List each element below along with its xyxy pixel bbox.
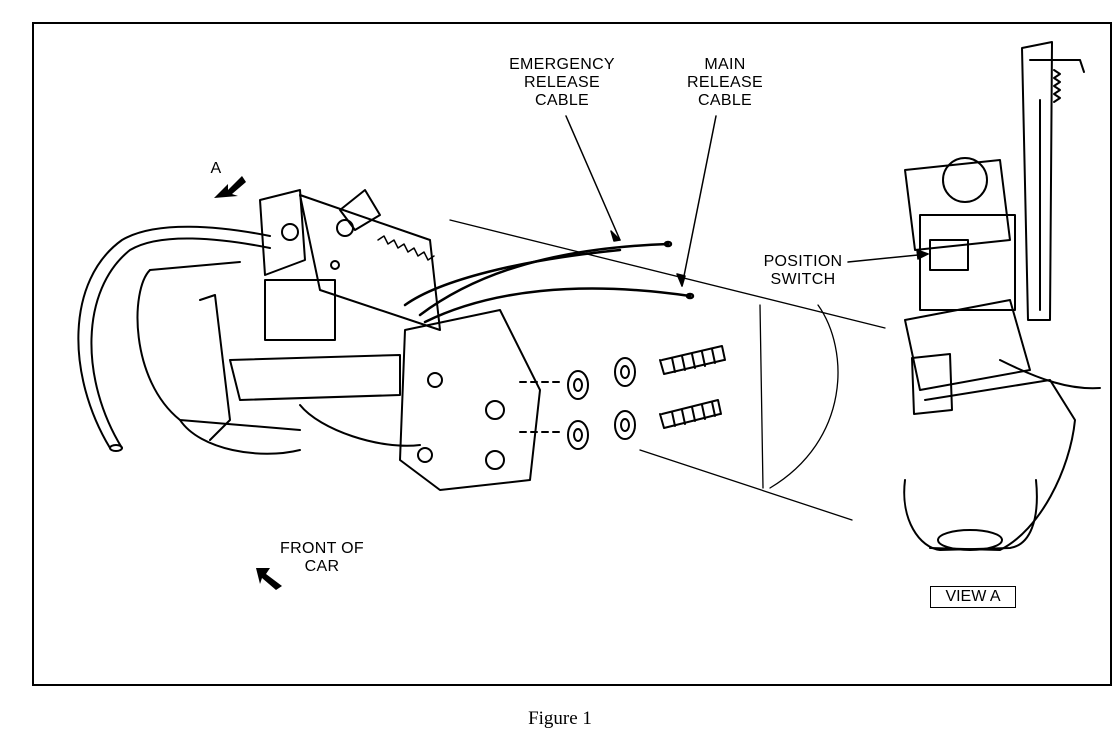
cables (403, 240, 695, 324)
main-release-cable-label: MAIN RELEASE CABLE (660, 56, 790, 110)
label-leaders (565, 115, 929, 287)
bracket (229, 189, 441, 447)
motor (136, 261, 301, 455)
hardware (519, 345, 726, 450)
label-line: FRONT OF (280, 540, 364, 557)
figure-caption: Figure 1 (528, 708, 592, 729)
label-line: RELEASE (524, 74, 600, 91)
position-switch-label: POSITION SWITCH (748, 253, 858, 289)
direction-arrows (214, 176, 282, 590)
label-line: MAIN (704, 56, 746, 73)
front-of-car-label: FRONT OF CAR (262, 540, 382, 576)
label-line: CABLE (698, 92, 752, 109)
mounting-plate (399, 309, 541, 491)
label-line: CAR (304, 558, 340, 575)
label-line: RELEASE (687, 74, 763, 91)
figure-frame (32, 22, 1112, 686)
spring (377, 235, 435, 261)
label-line: SWITCH (770, 271, 836, 288)
view-a-box: VIEW A (930, 586, 1016, 608)
view-arrow-label: A (210, 160, 222, 177)
label-line: CABLE (535, 92, 589, 109)
projection-lines (449, 219, 886, 521)
hose (77, 225, 271, 452)
emergency-release-cable-label: EMERGENCY RELEASE CABLE (492, 56, 632, 110)
label-line: EMERGENCY (509, 56, 615, 73)
view-a-assembly (903, 41, 1101, 551)
label-line: POSITION (763, 253, 843, 270)
